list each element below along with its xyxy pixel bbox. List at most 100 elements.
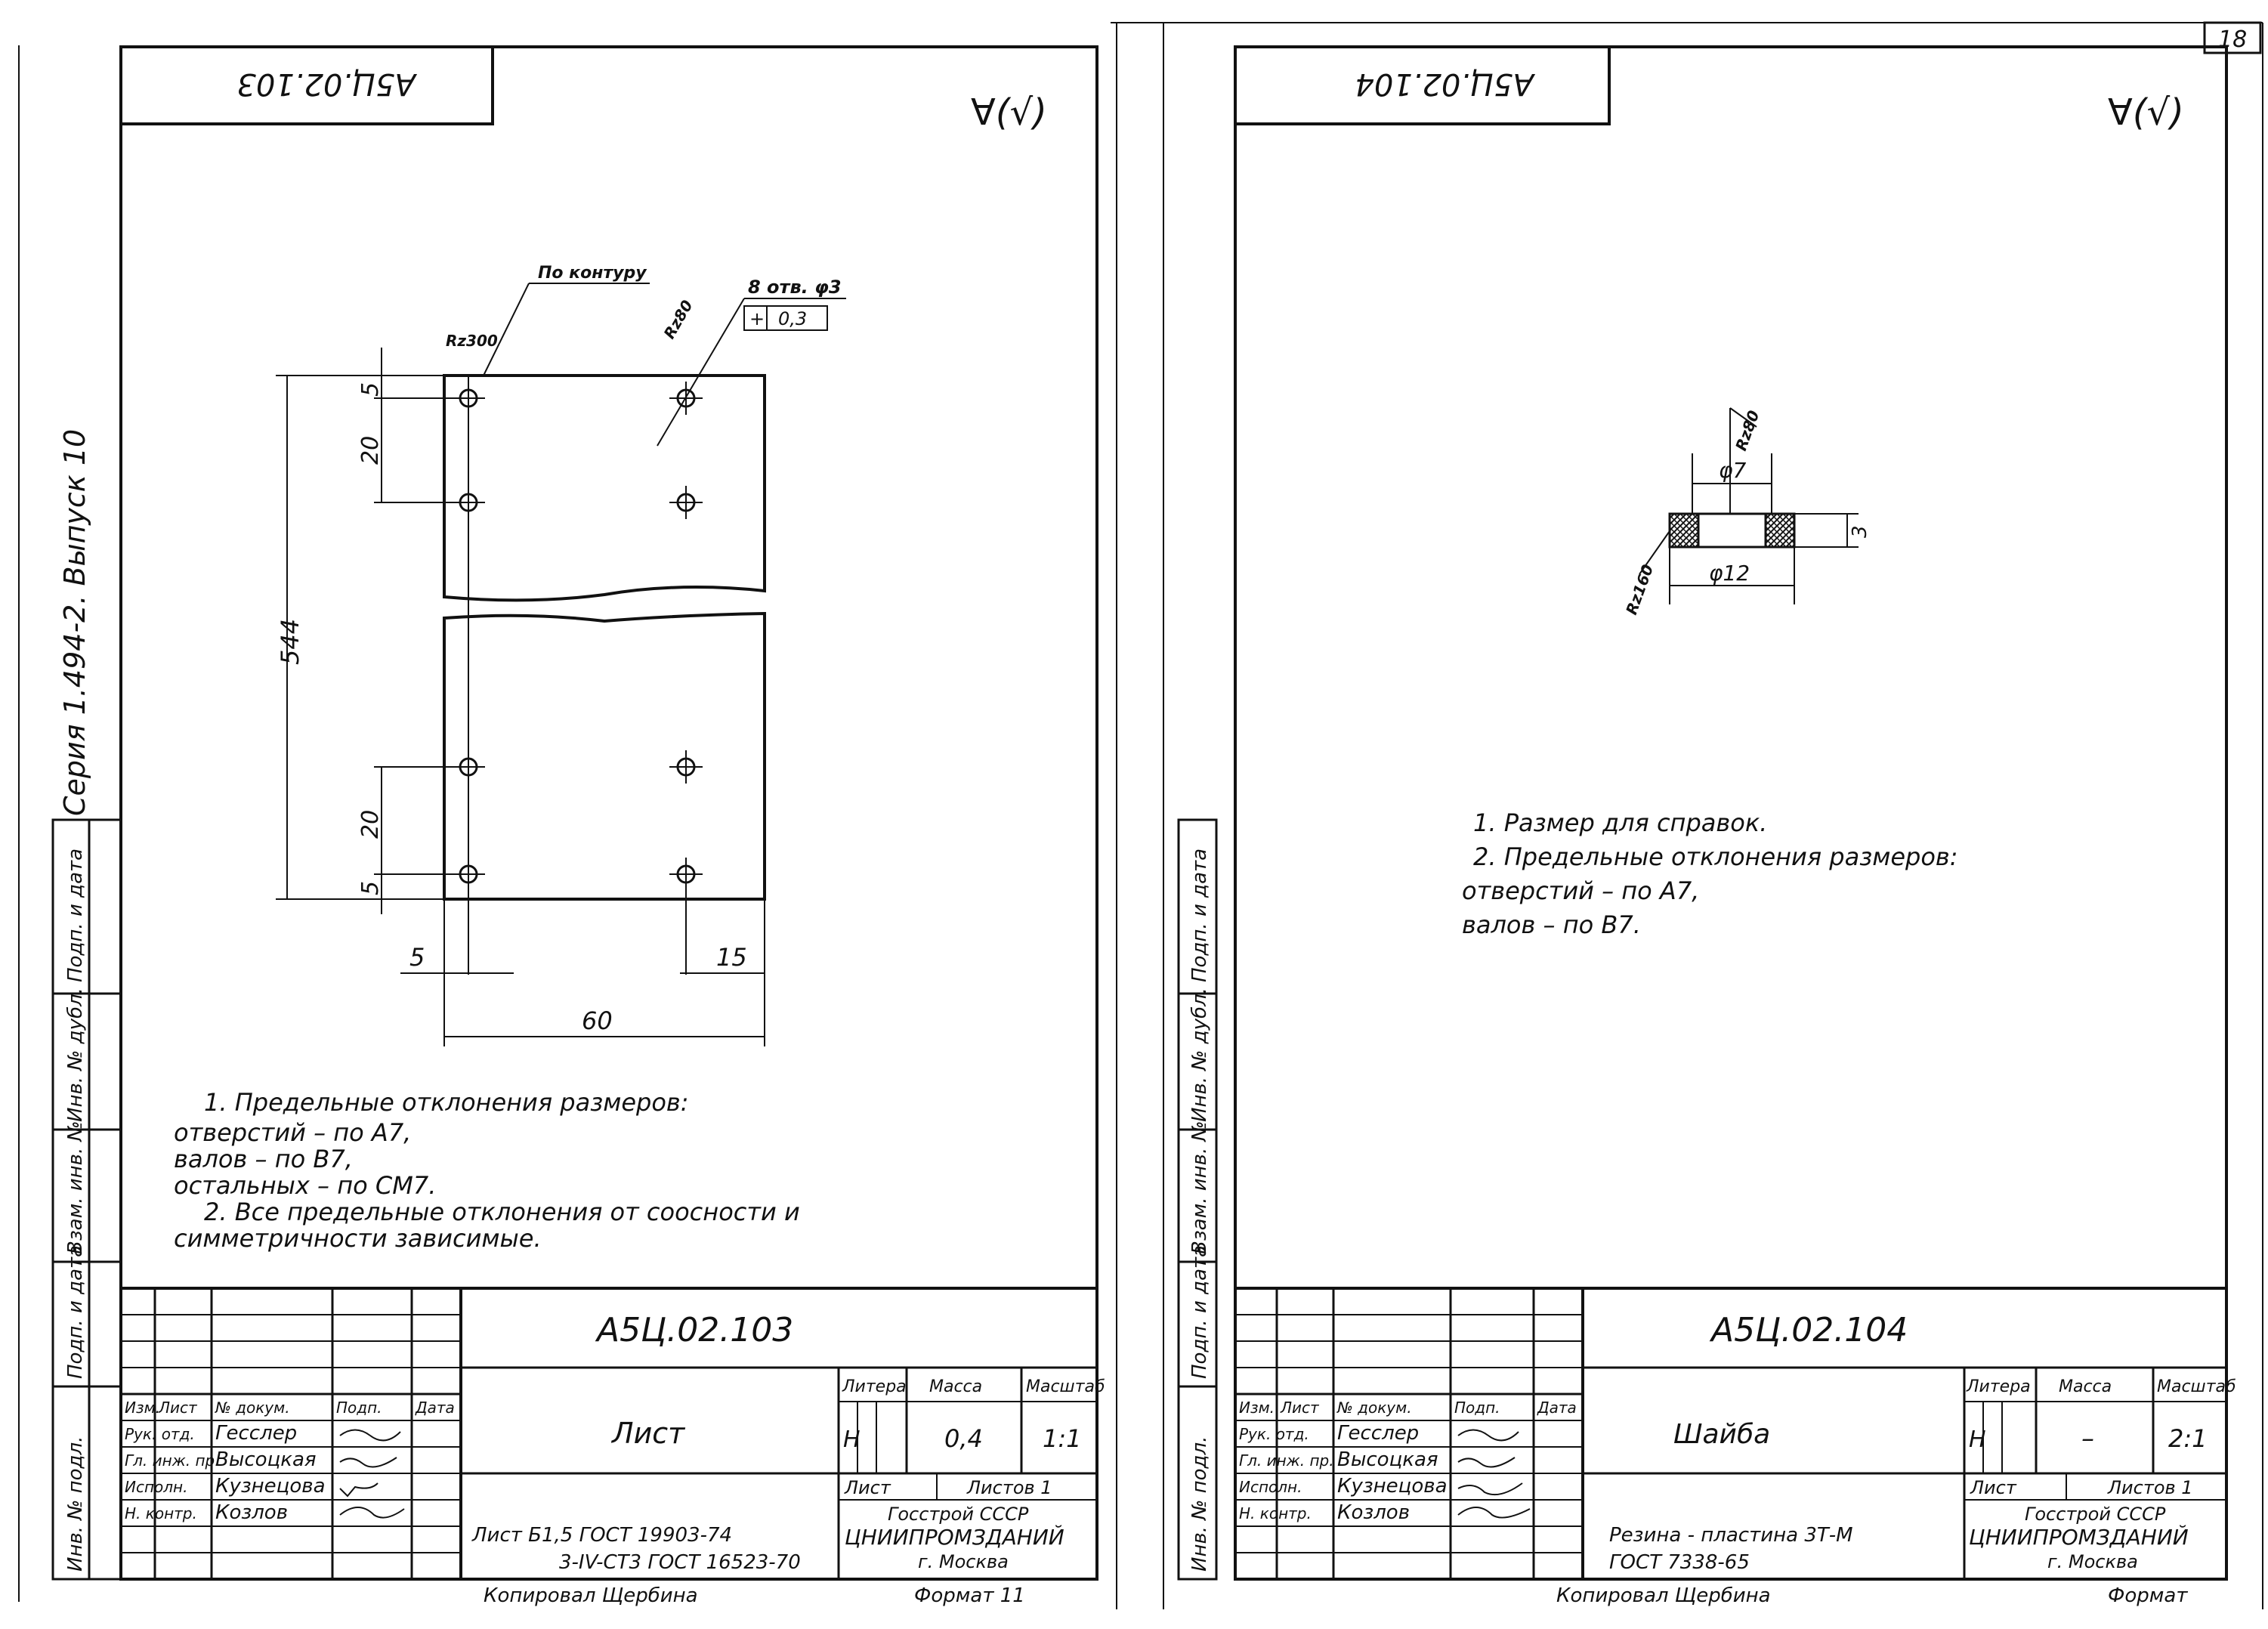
tb-sheets: Листов 1: [966, 1477, 1052, 1498]
note-line: 1. Размер для справок.: [1473, 808, 1767, 837]
signature: [1457, 1507, 1531, 1519]
dim-left-5: 5: [409, 943, 425, 972]
tb-sheet: Лист: [1970, 1477, 2017, 1498]
note-line: 2. Все предельные отклонения от соосност…: [204, 1198, 800, 1226]
tb-person: Кузнецова: [1337, 1475, 1448, 1498]
tb-col-litera: Литера: [1966, 1377, 2031, 1396]
tb-header: Дата: [1537, 1399, 1577, 1417]
tb-person: Высоцкая: [1337, 1448, 1438, 1471]
tb-header: Лист: [1280, 1399, 1320, 1417]
side-cells-right: Подп. и дата Инв. № дубл. Взам. инв. № П…: [1177, 818, 1218, 1581]
svg-text:Подп. и дата: Подп. и дата: [1188, 849, 1211, 982]
page-number: 18: [2218, 26, 2247, 53]
side-cell-2: Инв. № дубл.: [64, 988, 87, 1122]
dim-width-60: 60: [582, 1006, 613, 1035]
format-right: Формат: [2108, 1584, 2188, 1607]
tb-person: Гесслер: [215, 1422, 297, 1445]
label-r-hole: Rz80: [660, 297, 697, 342]
tb-org-3: г. Москва: [2047, 1551, 2138, 1572]
tb-material-2: ГОСТ 7338-65: [1609, 1551, 1750, 1574]
title-block-left: А5Ц.02.103 Изм. Лист № докум. Подп. Дата…: [121, 1287, 1105, 1579]
tb-person: Высоцкая: [215, 1448, 317, 1471]
dim-inner: φ7: [1719, 458, 1746, 483]
side-cells: Подп. и дата Инв. № дубл. Взам. инв. № П…: [51, 818, 122, 1581]
tb-litera: Н: [1969, 1427, 1986, 1453]
tol-symbol: +: [749, 308, 765, 329]
code-rotated-left: А5Ц.02.103: [236, 66, 418, 101]
tb-col-mass: Масса: [929, 1377, 982, 1396]
sheet-left: А5Ц.02.103 ∀(√) 544: [119, 45, 1105, 1607]
note-line: валов – по В7,: [174, 1145, 353, 1173]
tb-material-1: Резина - пластина 3Т-М: [1609, 1524, 1853, 1547]
dim-bottom-20: 20: [357, 810, 384, 839]
note-line: отверстий – по А7,: [174, 1118, 411, 1147]
tb-header: Подп.: [1454, 1399, 1500, 1417]
plate-drawing: 544 5 20 20 5 5 15 60 По: [276, 264, 846, 1046]
note-line: симметричности зависимые.: [174, 1224, 542, 1253]
side-cell-4: Подп. и дата: [64, 1245, 87, 1379]
dim-top-20: 20: [357, 436, 384, 465]
tb-col-scale: Масштаб: [2157, 1377, 2236, 1396]
roughness-right: ∀(√): [2108, 91, 2184, 134]
title-block-right: А5Ц.02.104 Изм. Лист № докум. Подп. Дата…: [1235, 1287, 2236, 1579]
tb-litera: Н: [843, 1427, 861, 1453]
tb-role: Рук. отд.: [125, 1425, 195, 1443]
tb-col-scale: Масштаб: [1026, 1377, 1105, 1396]
tb-person: Кузнецова: [215, 1475, 326, 1498]
svg-text:Подп. и дата: Подп. и дата: [1188, 1245, 1211, 1379]
signature: [339, 1482, 379, 1498]
dim-bottom-5: 5: [357, 881, 384, 895]
hole: [669, 750, 703, 784]
roughness-left: ∀(√): [971, 91, 1047, 134]
format-left: Формат 11: [914, 1584, 1025, 1607]
tb-code: А5Ц.02.103: [595, 1311, 793, 1349]
note-line: отверстий – по А7,: [1462, 876, 1699, 905]
tb-role: Исполн.: [1239, 1478, 1302, 1496]
note-line: остальных – по СМ7.: [174, 1171, 436, 1200]
tb-mass: 0,4: [944, 1424, 983, 1453]
tb-code: А5Ц.02.104: [1709, 1311, 1908, 1349]
tb-mass: –: [2081, 1423, 2094, 1454]
label-r-left: Rz160: [1622, 562, 1657, 617]
dim-outer: φ12: [1709, 561, 1750, 586]
tb-scale: 2:1: [2168, 1424, 2208, 1453]
signature: [1457, 1457, 1516, 1468]
tb-org-2: ЦНИИПРОМЗДАНИЙ: [1969, 1524, 2189, 1550]
tb-sheet: Лист: [844, 1477, 891, 1498]
tb-person: Гесслер: [1337, 1422, 1419, 1445]
side-cell-5: Инв. № подл.: [64, 1436, 87, 1572]
side-cell-1: Подп. и дата: [64, 849, 87, 982]
label-holes: 8 отв. φ3: [748, 277, 842, 298]
series-label: Серия 1.494-2. Выпуск 10: [58, 429, 91, 816]
tb-person: Козлов: [215, 1501, 288, 1524]
signature: [1457, 1429, 1519, 1442]
side-cell-3: Взам. инв. №: [64, 1121, 87, 1254]
tb-role: Н. контр.: [125, 1504, 197, 1522]
note-line: валов – по В7.: [1462, 910, 1641, 939]
tb-header: № докум.: [215, 1399, 290, 1417]
copied-left: Копировал Щербина: [484, 1584, 698, 1607]
svg-text:Взам. инв. №: Взам. инв. №: [1188, 1121, 1211, 1254]
tb-role: Исполн.: [125, 1478, 188, 1496]
tb-name: Шайба: [1673, 1419, 1770, 1450]
tb-header: Изм.: [1239, 1399, 1275, 1417]
tb-role: Гл. инж. пр.: [125, 1451, 220, 1470]
tb-col-litera: Литера: [842, 1377, 907, 1396]
notes-left: 1. Предельные отклонения размеров: отвер…: [174, 1088, 800, 1253]
tb-material-2: 3-IV-СТ3 ГОСТ 16523-70: [559, 1551, 801, 1574]
tb-org-1: Госстрой СССР: [888, 1504, 1029, 1525]
tb-sheets: Листов 1: [2107, 1477, 2193, 1498]
tb-col-mass: Масса: [2059, 1377, 2112, 1396]
tb-material-1: Лист Б1,5 ГОСТ 19903-74: [471, 1524, 732, 1547]
label-r-small: Rz300: [446, 332, 498, 350]
dim-thickness: 3: [1849, 525, 1871, 538]
code-rotated-right: А5Ц.02.104: [1355, 66, 1536, 101]
code-box-left: [119, 45, 494, 125]
signature: [339, 1429, 401, 1442]
hole: [669, 486, 703, 519]
label-tol: 0,3: [778, 308, 807, 329]
signature: [339, 1457, 397, 1468]
label-r-top: Rz80: [1732, 408, 1763, 453]
tb-scale: 1:1: [1043, 1424, 1082, 1453]
